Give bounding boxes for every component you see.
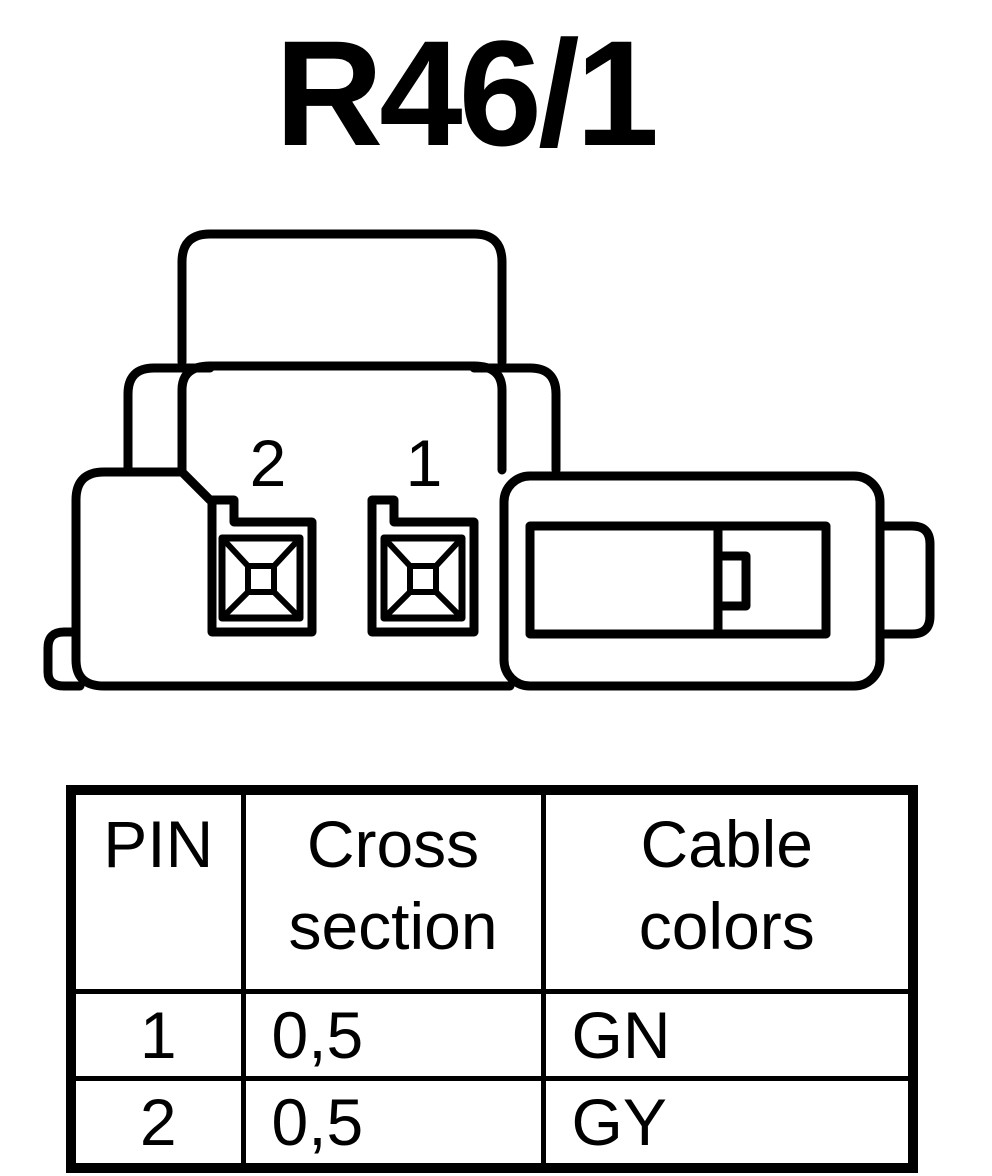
latch-tab [713, 551, 751, 611]
latch-housing [499, 471, 885, 691]
connector-drawing: 2 1 [43, 229, 935, 691]
header-cross-section: Cross section [240, 787, 546, 994]
row-1-color: GN [540, 989, 916, 1081]
row-2-cross-section: 0,5 [240, 1076, 546, 1171]
pin-assignment-table: PIN Cross section Cable colors 1 0,5 GN … [66, 785, 918, 1173]
row-2-color: GY [540, 1076, 916, 1171]
connector-shoulder [123, 363, 215, 475]
row-1-pin: 1 [68, 989, 246, 1081]
latch-window [525, 521, 831, 639]
header-cable-colors: Cable colors [540, 787, 916, 994]
pin-label-1: 1 [406, 426, 443, 500]
latch-right-tab [875, 521, 935, 639]
row-1-cross-section: 0,5 [240, 989, 546, 1081]
connector-top-cap [177, 229, 507, 367]
header-pin: PIN [68, 787, 246, 994]
pin-label-2: 2 [250, 426, 287, 500]
pin-2-cavity [207, 495, 317, 637]
pin-1-cavity [367, 495, 479, 637]
connector-main-body [71, 467, 515, 691]
table-row: 1 0,5 GN [68, 989, 916, 1081]
connector-left-foot [43, 627, 85, 691]
row-2-pin: 2 [68, 1076, 246, 1171]
table-header-row: PIN Cross section Cable colors [68, 787, 916, 994]
table-row: 2 0,5 GY [68, 1076, 916, 1171]
connector-title: R46/1 [274, 9, 659, 177]
